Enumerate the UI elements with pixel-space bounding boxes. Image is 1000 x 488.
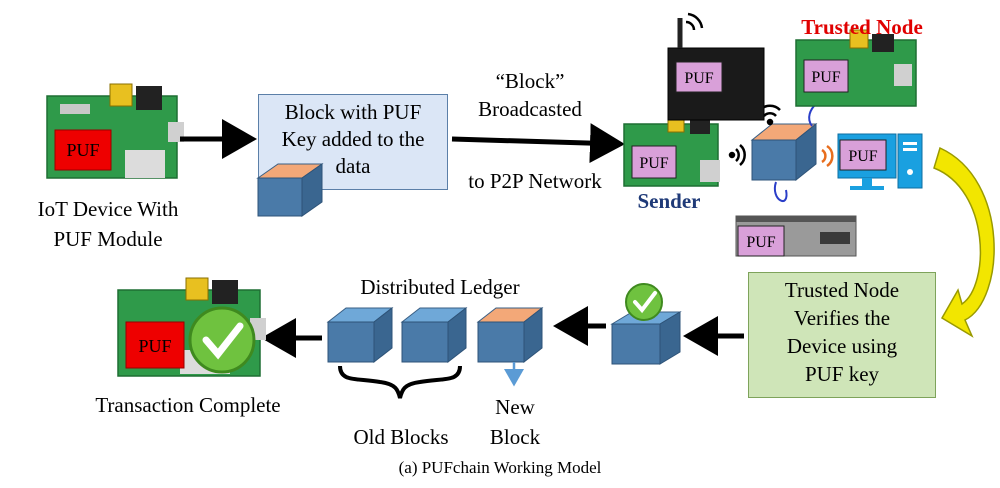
verified-check-icon bbox=[625, 283, 663, 321]
verify-box-line3: Device using bbox=[786, 334, 898, 358]
broadcast-label-line2: Broadcasted bbox=[478, 97, 582, 121]
ledger-title: Distributed Ledger bbox=[360, 275, 520, 299]
cable-to-server bbox=[773, 181, 788, 203]
ledger-old-block-2 bbox=[400, 306, 468, 364]
new-block-label-line2: Block bbox=[489, 425, 541, 449]
iot-device-label-line1: IoT Device With bbox=[37, 197, 179, 221]
sender-device: PUF bbox=[623, 115, 720, 187]
verify-box-line4: PUF key bbox=[804, 362, 880, 386]
broadcast-label-line3: to P2P Network bbox=[468, 169, 602, 193]
sender-puf-chip: PUF bbox=[639, 155, 668, 172]
trusted-node-label: Trusted Node bbox=[801, 15, 923, 39]
block-box-line3: data bbox=[335, 154, 371, 178]
block-box-line1: Block with PUF bbox=[284, 100, 422, 124]
iot-device-label-line2: PUF Module bbox=[53, 227, 163, 251]
figure-caption: (a) PUFchain Working Model bbox=[398, 458, 602, 477]
arrow-block-to-network bbox=[451, 123, 625, 164]
server-puf-chip: PUF bbox=[746, 234, 775, 251]
ledger-new-block bbox=[476, 306, 544, 364]
transaction-puf-chip: PUF bbox=[138, 336, 171, 356]
new-block-label-line1: New bbox=[495, 395, 535, 419]
network-hub-cube bbox=[750, 122, 818, 182]
old-blocks-brace bbox=[338, 365, 462, 399]
ledger-old-block-1 bbox=[326, 306, 394, 364]
iot-device-board: PUF bbox=[46, 83, 184, 179]
trusted-node-board: PUF bbox=[795, 29, 917, 107]
wireless-puf-chip: PUF bbox=[684, 70, 713, 87]
trusted-node-puf-chip: PUF bbox=[811, 69, 840, 86]
hub-to-pc-signal-icon bbox=[821, 144, 834, 168]
block-box-line2: Key added to the bbox=[281, 127, 425, 151]
old-blocks-label: Old Blocks bbox=[353, 425, 449, 449]
transaction-complete-label: Transaction Complete bbox=[95, 393, 281, 417]
broadcast-label-line1: “Block” bbox=[495, 69, 565, 93]
yellow-curved-arrow bbox=[933, 146, 995, 338]
wireless-node-signal-icon bbox=[685, 12, 704, 31]
pc-icon: PUF bbox=[837, 133, 923, 190]
verify-box-line2: Verifies the bbox=[793, 306, 891, 330]
pc-puf-chip: PUF bbox=[848, 148, 877, 165]
sender-label: Sender bbox=[637, 189, 701, 213]
verify-box-line1: Trusted Node bbox=[784, 278, 900, 302]
sender-signal-icon bbox=[728, 144, 746, 166]
verify-box: Trusted Node Verifies the Device using P… bbox=[748, 272, 936, 398]
transaction-check-icon bbox=[188, 306, 256, 374]
server-icon: PUF bbox=[735, 215, 857, 257]
wireless-node-board: PUF bbox=[667, 18, 765, 121]
block-with-puf-box: Block with PUF Key added to the data bbox=[258, 94, 448, 190]
iot-puf-chip: PUF bbox=[66, 140, 99, 160]
